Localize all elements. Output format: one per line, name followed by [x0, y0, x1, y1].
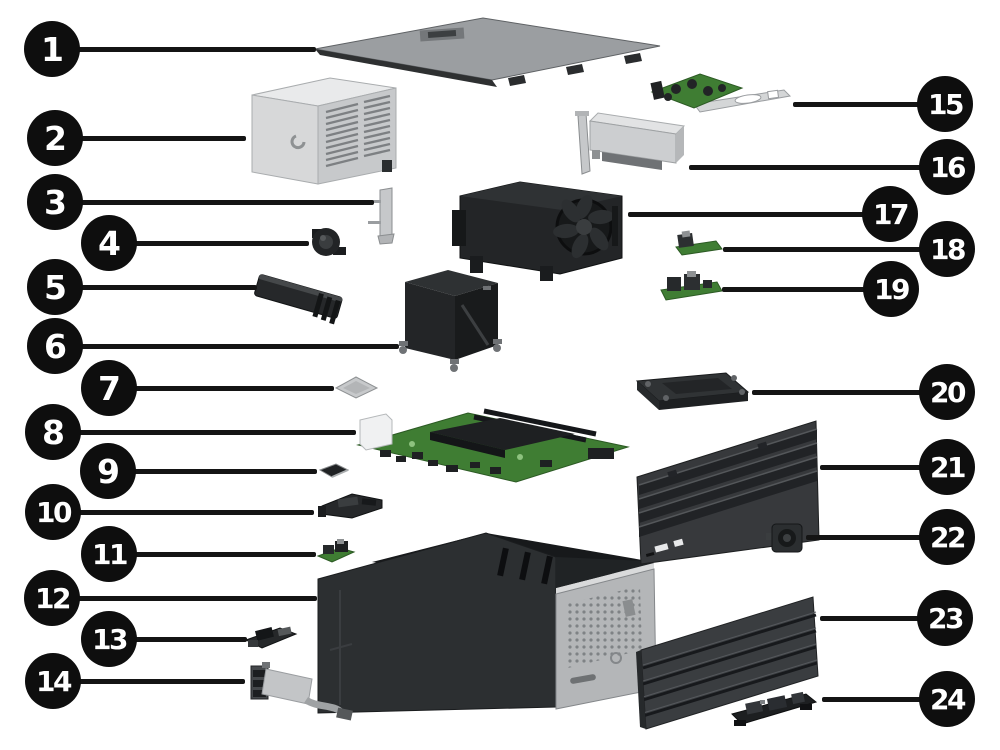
callout-21-badge-front-bezel: 21	[919, 439, 975, 495]
callout-4-leader-line	[109, 241, 309, 246]
part-fan-shroud-illustration	[452, 181, 623, 281]
part-cpu-cooler-illustration	[399, 270, 502, 372]
callout-17-leader-line	[628, 212, 890, 217]
callout-11-badge-interface-board: 11	[81, 526, 137, 582]
callout-17-badge-fan-shroud: 17	[862, 186, 918, 242]
callout-22-badge-speaker: 22	[919, 509, 975, 565]
callout-6-badge-cpu-cooler: 6	[27, 318, 83, 374]
callout-14-leader-line	[53, 679, 245, 684]
part-heatsink-shield-illustration	[254, 274, 343, 325]
callout-11-leader-line	[109, 552, 316, 557]
callout-1-leader-line	[52, 47, 316, 52]
part-power-supply-illustration	[251, 77, 397, 185]
callout-5-badge-heatsink-shield: 5	[27, 259, 83, 315]
callout-10-leader-line	[53, 510, 314, 515]
callout-21-leader-line	[820, 465, 947, 470]
callout-13-leader-line	[109, 637, 247, 642]
callout-23-badge-bezel-blank-panel: 23	[917, 590, 973, 646]
callout-9-badge-memory-chip: 9	[80, 443, 136, 499]
part-memory-chip-illustration	[318, 463, 350, 478]
callout-19-leader-line	[722, 287, 891, 292]
part-drive-bracket-illustration	[318, 493, 383, 519]
callout-2-leader-line	[55, 136, 246, 141]
part-bezel-blank-illustration	[636, 596, 819, 730]
part-card-reader-illustration	[244, 626, 298, 649]
callout-13-badge-card-reader: 13	[81, 611, 137, 667]
callout-2-badge-power-supply: 2	[27, 110, 83, 166]
part-motherboard-illustration	[356, 408, 630, 483]
callout-12-badge-chassis: 12	[24, 570, 80, 626]
callout-7-leader-line	[109, 386, 334, 391]
part-speaker-illustration	[766, 523, 803, 553]
callout-5-leader-line	[55, 285, 257, 290]
callout-20-badge-optical-drive: 20	[919, 364, 975, 420]
callout-3-badge-slot-bracket: 3	[27, 174, 83, 230]
callout-8-badge-motherboard: 8	[25, 404, 81, 460]
part-io-option-card-illustration	[650, 73, 792, 113]
part-interface-board-illustration	[316, 539, 356, 563]
callout-12-leader-line	[52, 596, 317, 601]
part-top-cover-illustration	[314, 17, 661, 87]
callout-6-leader-line	[55, 344, 399, 349]
part-slot-bracket-illustration	[368, 187, 395, 245]
callout-24-badge-chassis-foot: 24	[919, 671, 975, 727]
callout-22-leader-line	[806, 535, 947, 540]
callout-3-leader-line	[55, 200, 374, 205]
part-power-module-illustration	[250, 662, 353, 721]
callout-14-badge-power-module: 14	[25, 653, 81, 709]
callout-4-badge-small-fan: 4	[81, 215, 137, 271]
callout-19-badge-daughter-board: 19	[863, 261, 919, 317]
callout-16-leader-line	[689, 165, 947, 170]
part-optical-drive-illustration	[635, 372, 750, 410]
part-processor-illustration	[334, 376, 379, 399]
part-daughter-board-illustration	[660, 271, 723, 301]
callout-20-leader-line	[752, 390, 947, 395]
callout-16-badge-graphics-card: 16	[919, 139, 975, 195]
callout-9-leader-line	[108, 469, 317, 474]
part-m2-adapter-board-illustration	[675, 230, 723, 256]
callout-15-leader-line	[793, 102, 945, 107]
callout-23-leader-line	[820, 616, 945, 621]
callout-8-leader-line	[53, 430, 356, 435]
part-small-fan-illustration	[312, 228, 346, 256]
part-graphics-card-illustration	[575, 111, 686, 175]
callout-7-badge-processor: 7	[81, 360, 137, 416]
callout-15-badge-io-option-card: 15	[917, 76, 973, 132]
part-chassis-foot-illustration	[731, 691, 818, 726]
callout-10-badge-drive-bracket: 10	[25, 484, 81, 540]
part-chassis-illustration	[317, 532, 657, 714]
callout-24-leader-line	[822, 697, 947, 702]
callout-18-leader-line	[723, 247, 947, 252]
callout-1-badge-top-cover: 1	[24, 21, 80, 77]
callout-18-badge-m2-adapter-board: 18	[919, 221, 975, 277]
